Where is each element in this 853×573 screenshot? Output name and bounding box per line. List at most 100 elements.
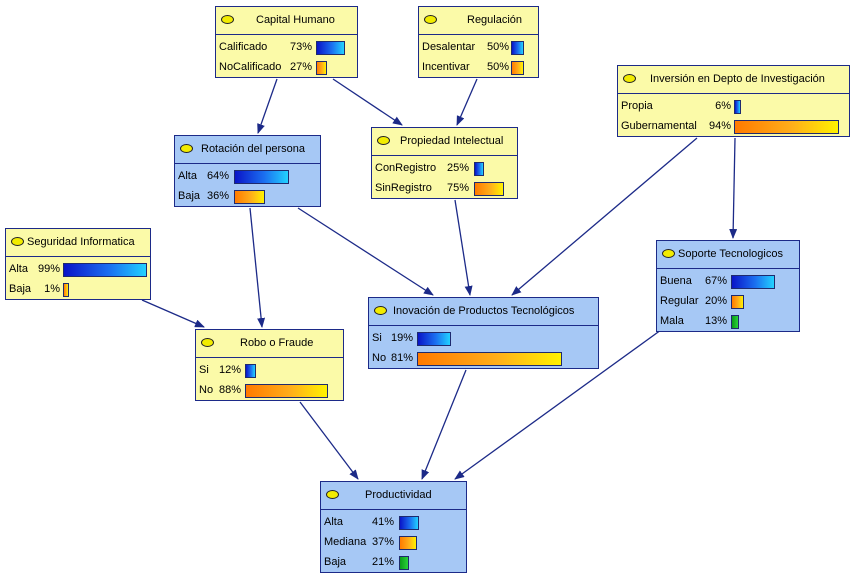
probability-bar <box>63 263 147 277</box>
node-title: Regulación <box>467 14 523 26</box>
edge-inversion-to-soporte <box>729 137 738 239</box>
edge-rotacion-to-inovacion <box>297 207 434 296</box>
state-label: Alta <box>9 263 28 275</box>
state-label: Alta <box>324 516 343 528</box>
edge-capital-humano-to-propiedad <box>332 78 403 126</box>
state-label: Calificado <box>219 41 268 53</box>
node-header[interactable]: Regulación <box>419 7 538 35</box>
probability-bar <box>734 120 839 134</box>
state-percentage: 37% <box>371 536 394 548</box>
state-label: NoCalificado <box>219 61 282 73</box>
state-percentage: 94% <box>708 120 731 132</box>
node-title: Capital Humano <box>256 14 335 26</box>
node-header[interactable]: Inovación de Productos Tecnológicos <box>369 298 598 326</box>
state-row[interactable]: Alta 41% <box>321 513 466 533</box>
node-status-icon <box>623 74 636 83</box>
state-label: No <box>372 352 387 364</box>
edge-rotacion-to-robo <box>249 207 266 328</box>
node-title: Seguridad Informatica <box>27 236 135 248</box>
node-header[interactable]: Seguridad Informatica <box>6 229 150 257</box>
state-percentage: 81% <box>390 352 413 364</box>
node-header[interactable]: Productividad <box>321 482 466 510</box>
state-row[interactable]: Buena 67% <box>657 272 799 292</box>
node-status-icon <box>180 144 193 153</box>
state-percentage: 67% <box>704 275 727 287</box>
state-percentage: 6% <box>715 100 731 112</box>
node-header[interactable]: Robo o Fraude <box>196 330 343 358</box>
node-title: Rotación del persona <box>201 143 305 155</box>
state-label: Baja <box>9 283 32 295</box>
state-label: Desalentar <box>422 41 476 53</box>
state-row[interactable]: Mala 13% <box>657 312 799 332</box>
state-row[interactable]: Baja 1% <box>6 280 150 300</box>
node-status-icon <box>326 490 339 499</box>
state-percentage: 13% <box>704 315 727 327</box>
state-percentage: 1% <box>44 283 60 295</box>
node-status-icon <box>221 15 234 24</box>
node-status-icon <box>11 237 24 246</box>
edge-robo-to-productividad <box>299 401 359 480</box>
state-label: Incentivar <box>422 61 470 73</box>
node-header[interactable]: Inversión en Depto de Investigación <box>618 66 849 94</box>
node-title: Productividad <box>365 489 432 501</box>
node-title: Soporte Tecnologicos <box>678 248 783 260</box>
probability-bar <box>399 536 417 550</box>
node-header[interactable]: Capital Humano <box>216 7 357 35</box>
probability-bar <box>399 556 409 570</box>
node-title: Inovación de Productos Tecnológicos <box>393 305 575 317</box>
edge-capital-humano-to-rotacion <box>257 78 278 134</box>
state-label: Baja <box>324 556 347 568</box>
node-title: Robo o Fraude <box>240 337 314 349</box>
node-header[interactable]: Propiedad Intelectual <box>372 128 517 156</box>
node-header[interactable]: Rotación del persona <box>175 136 320 164</box>
probability-bar <box>316 41 345 55</box>
state-row[interactable]: Propia 6% <box>618 97 849 117</box>
state-label: Si <box>372 332 382 344</box>
node-title: Propiedad Intelectual <box>400 135 504 147</box>
probability-bar <box>734 100 741 114</box>
state-label: Propia <box>621 100 653 112</box>
edge-inovacion-to-productividad <box>421 369 467 480</box>
state-percentage: 88% <box>218 384 241 396</box>
node-status-icon <box>424 15 437 24</box>
state-label: Alta <box>178 170 197 182</box>
node-header[interactable]: Soporte Tecnologicos <box>657 241 799 269</box>
state-label: Buena <box>660 275 692 287</box>
state-percentage: 41% <box>371 516 394 528</box>
probability-bar <box>417 352 562 366</box>
state-label: ConRegistro <box>375 162 437 174</box>
state-label: Mala <box>660 315 684 327</box>
probability-bar <box>245 384 328 398</box>
